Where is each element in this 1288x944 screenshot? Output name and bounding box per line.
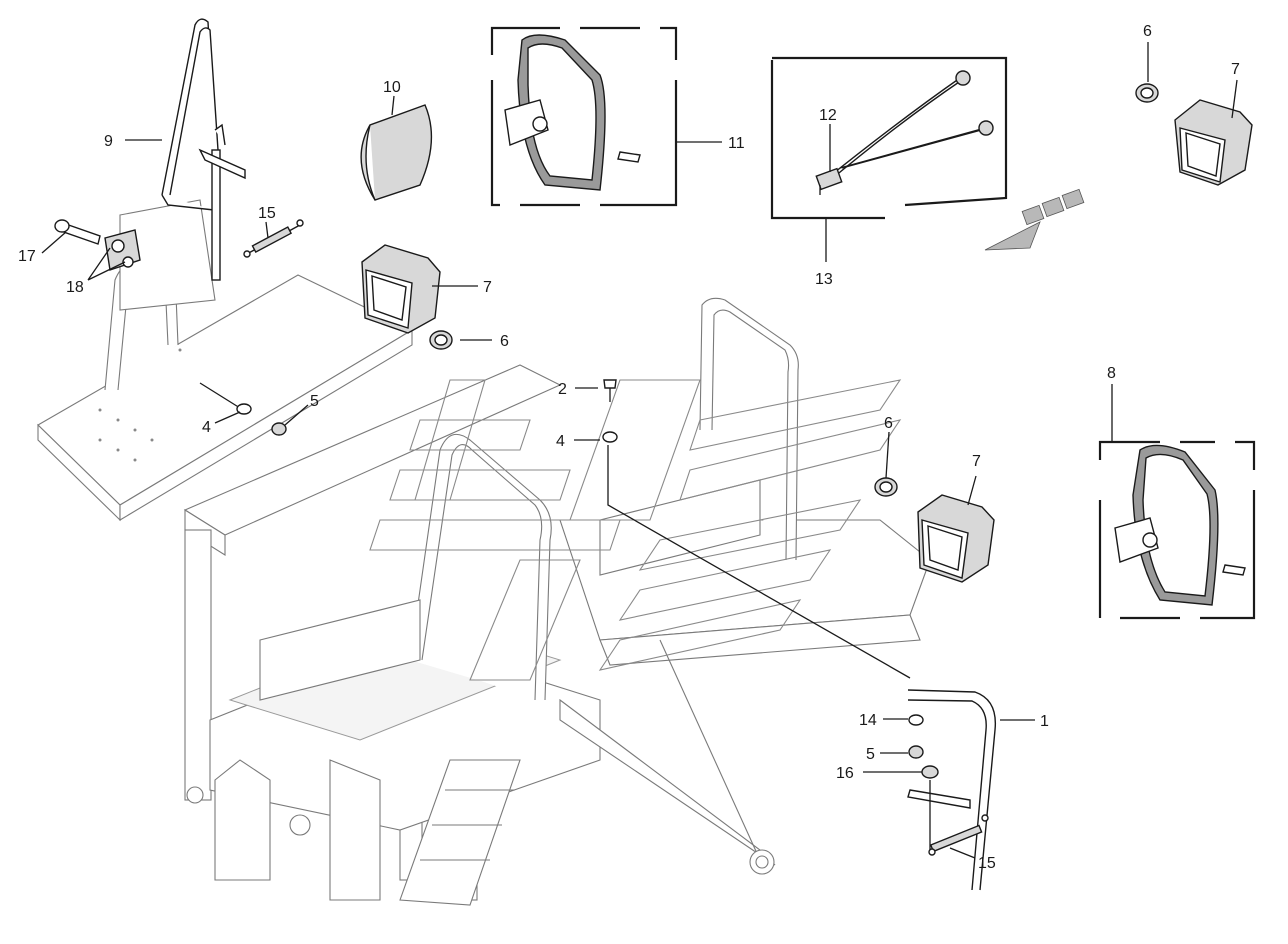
callout-7-left: 7 xyxy=(483,279,492,296)
callout-13: 13 xyxy=(815,271,833,288)
callout-6-top-right: 6 xyxy=(1143,23,1152,40)
callout-labels: 1 2 4 4 5 5 6 6 6 7 7 7 8 9 10 11 12 13 … xyxy=(18,23,1240,872)
spring-15-top xyxy=(243,219,304,258)
callout-18: 18 xyxy=(66,279,84,296)
callout-11: 11 xyxy=(728,135,745,152)
lamp-cover-10 xyxy=(360,104,433,201)
callout-15-lower: 15 xyxy=(978,855,996,872)
grommet-6-top-right xyxy=(1135,83,1159,103)
callout-5-left: 5 xyxy=(310,393,319,410)
callout-8: 8 xyxy=(1107,365,1116,382)
callout-10: 10 xyxy=(383,79,401,96)
callout-4-left: 4 xyxy=(202,419,211,436)
callout-4-center: 4 xyxy=(556,433,565,450)
callout-17: 17 xyxy=(18,248,36,265)
mirror-assembly-8 xyxy=(1098,440,1256,620)
grommet-6-center xyxy=(874,477,898,497)
work-lamp-7-left xyxy=(361,244,441,334)
leader-lines xyxy=(41,42,1238,859)
callout-12: 12 xyxy=(819,107,837,124)
watermark-logo xyxy=(369,379,902,681)
clamp-17-18 xyxy=(54,219,141,271)
callout-2: 2 xyxy=(558,381,567,398)
callout-7-top-right: 7 xyxy=(1231,61,1240,78)
callout-1: 1 xyxy=(1040,713,1049,730)
callout-7-center: 7 xyxy=(972,453,981,470)
callout-9: 9 xyxy=(104,133,113,150)
machine-frame xyxy=(37,259,931,906)
callout-6-left: 6 xyxy=(500,333,509,350)
callout-15-top: 15 xyxy=(258,205,276,222)
callout-16: 16 xyxy=(836,765,854,782)
cable-harness-12-13 xyxy=(770,56,1008,220)
direction-arrow-icon xyxy=(984,188,1085,251)
fasteners xyxy=(199,379,911,679)
lower-bracket-1 xyxy=(907,689,997,891)
callout-6-center: 6 xyxy=(884,415,893,432)
callout-14: 14 xyxy=(859,712,877,729)
mirror-arm-9 xyxy=(119,18,246,311)
callout-5-lower: 5 xyxy=(866,746,875,763)
mirror-assembly-11 xyxy=(490,26,678,207)
work-lamp-7-center xyxy=(917,494,995,583)
work-lamp-7-top-right xyxy=(1174,99,1253,186)
grommet-6-left xyxy=(429,330,453,350)
